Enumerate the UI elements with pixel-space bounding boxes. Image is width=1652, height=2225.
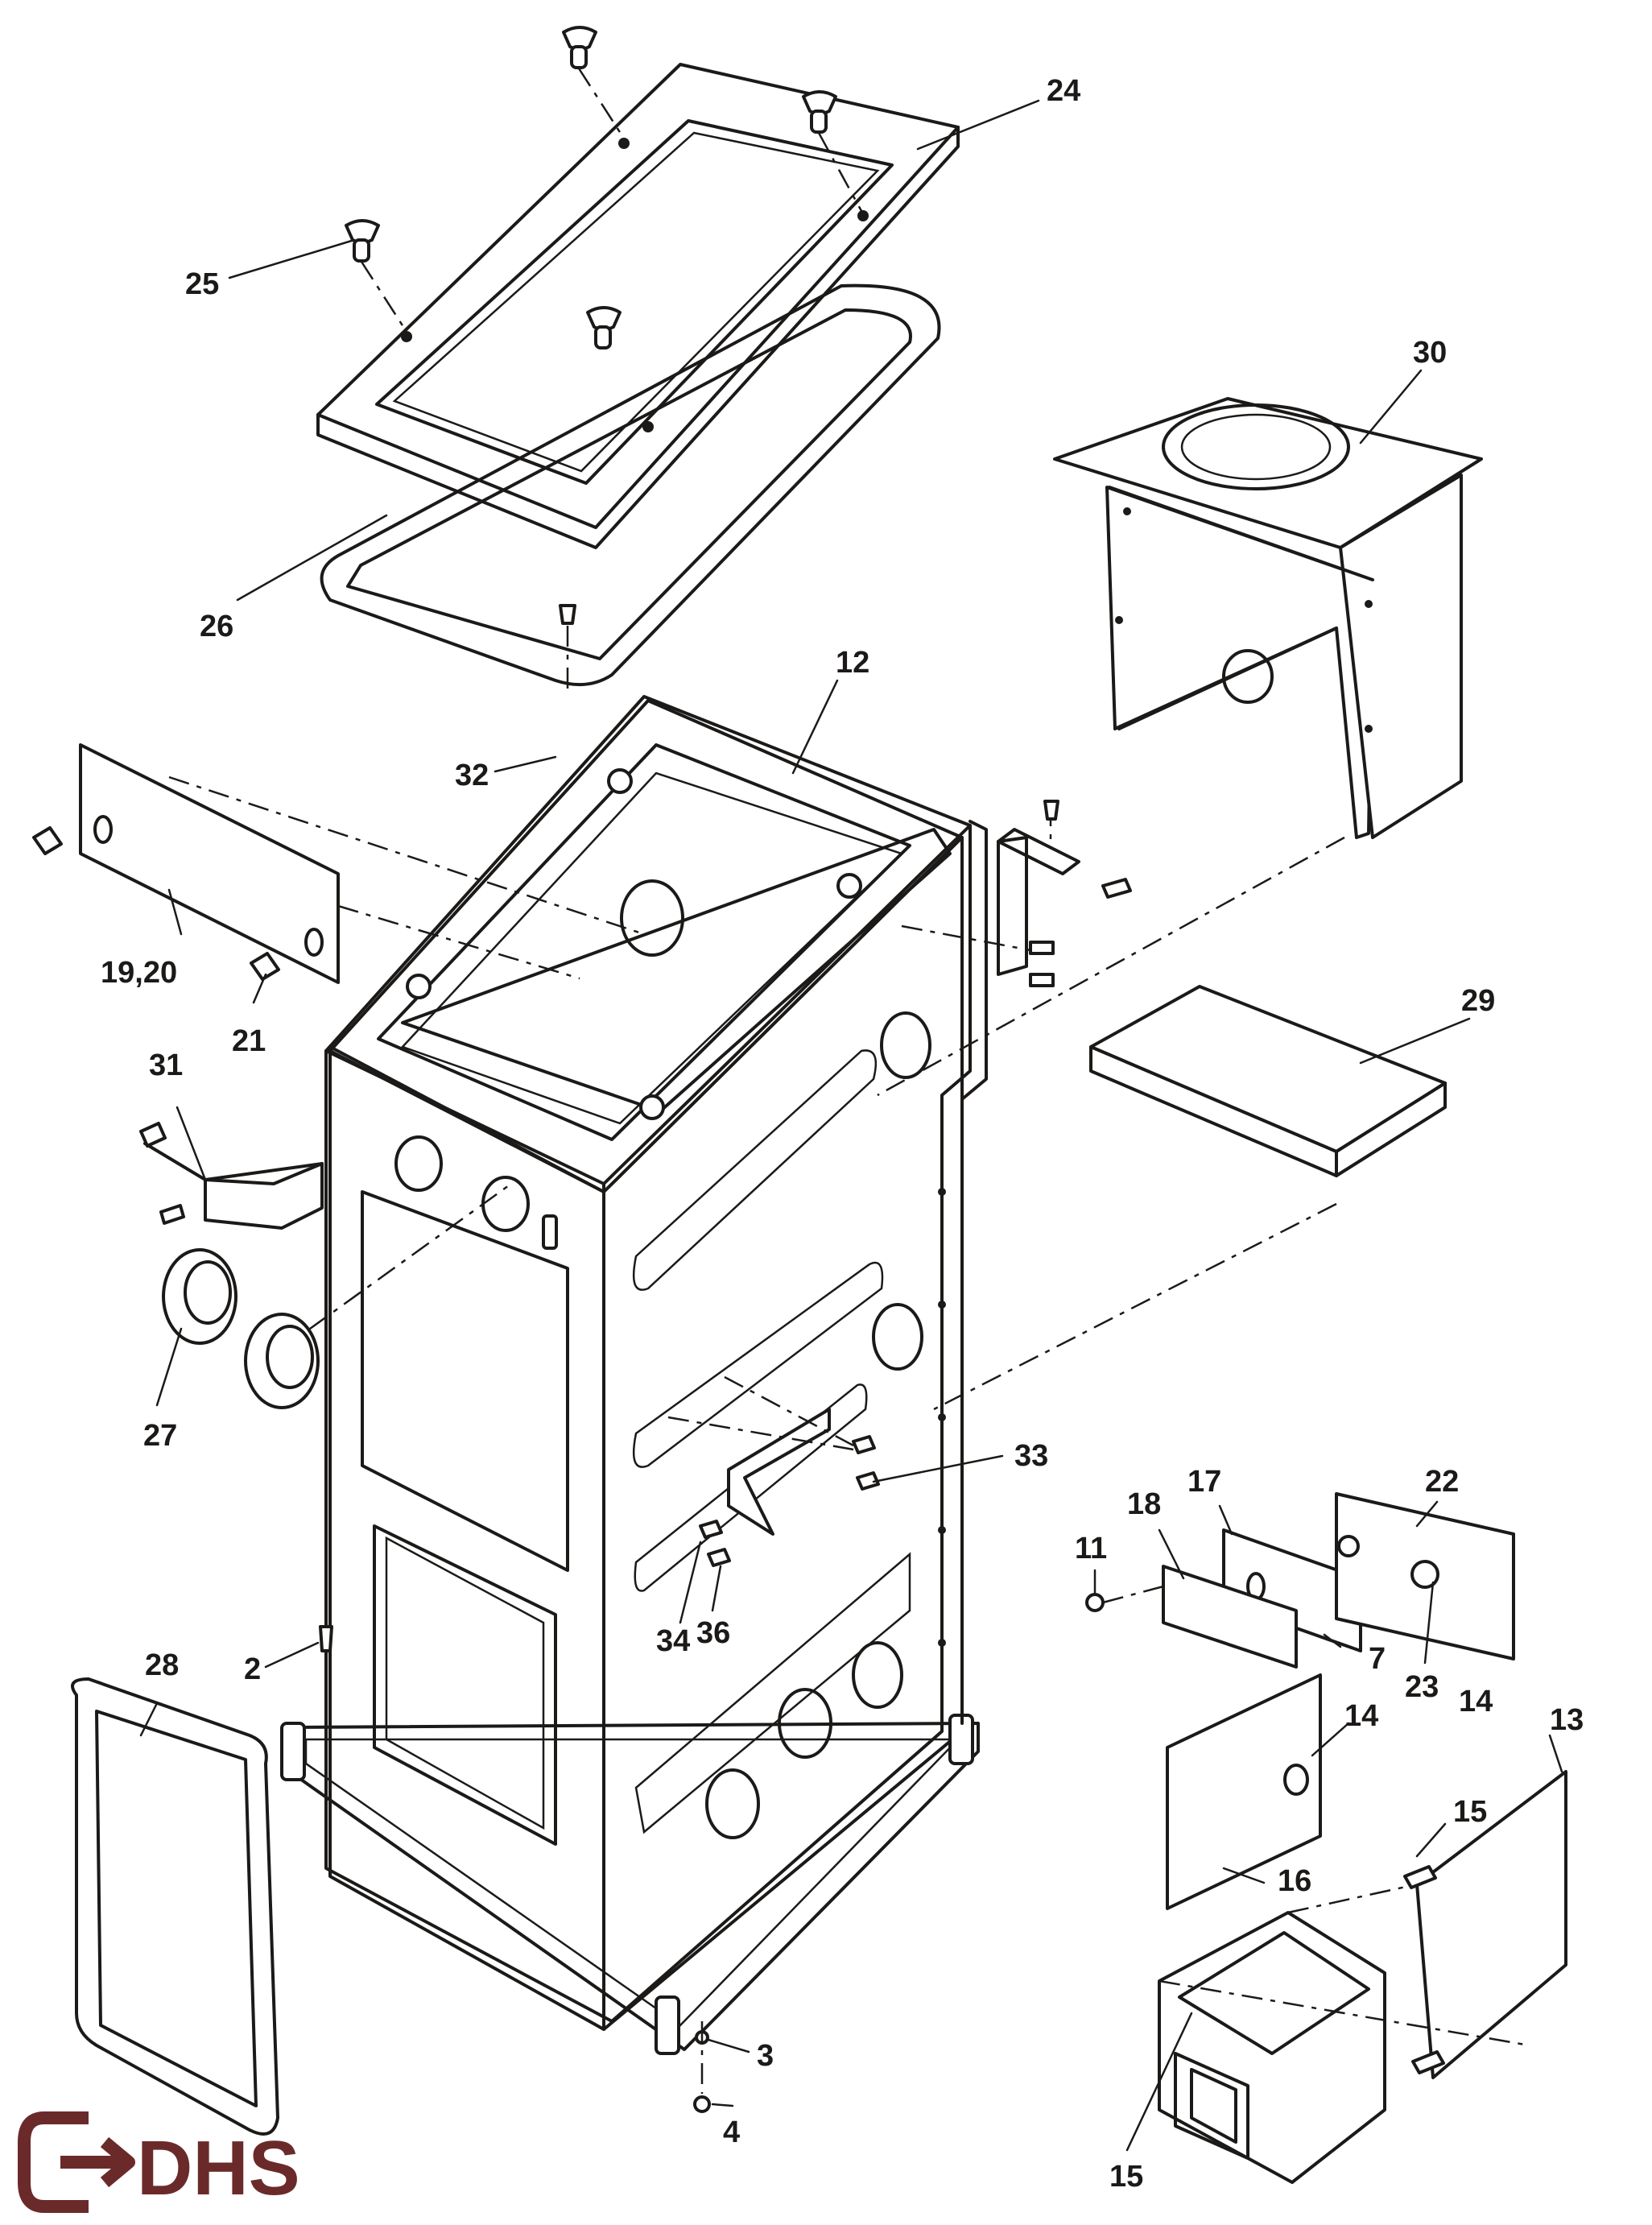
leader-lines — [139, 99, 1563, 2152]
label-22: 22 — [1425, 1465, 1459, 1499]
label-14-b: 14 — [1344, 1699, 1378, 1733]
main-cabinet — [280, 695, 988, 2055]
label-15-a: 15 — [1453, 1795, 1487, 1829]
wing-bolt-icon — [345, 219, 408, 333]
label-4: 4 — [723, 2115, 740, 2149]
label-33: 33 — [1014, 1439, 1048, 1473]
label-32: 32 — [455, 759, 489, 792]
screw-icon — [319, 1625, 333, 1715]
label-34: 34 — [656, 1624, 690, 1658]
label-31: 31 — [149, 1048, 183, 1082]
side-access-plate — [32, 743, 645, 984]
label-12: 12 — [836, 646, 869, 680]
washer-icon — [693, 2021, 711, 2113]
label-23: 23 — [1405, 1670, 1439, 1704]
wing-bolt-icon — [802, 90, 863, 212]
label-26: 26 — [200, 610, 233, 643]
label-21: 21 — [232, 1024, 266, 1058]
label-15-b: 15 — [1109, 2160, 1143, 2194]
top-lid-panel — [316, 63, 960, 549]
label-17: 17 — [1187, 1465, 1221, 1499]
label-30: 30 — [1413, 336, 1447, 370]
label-36: 36 — [696, 1616, 730, 1650]
label-14-a: 14 — [1459, 1685, 1493, 1718]
arrow-logo-icon — [18, 2111, 135, 2213]
wing-bolt-icon — [586, 306, 622, 349]
label-27: 27 — [143, 1419, 177, 1453]
mounting-bracket — [901, 800, 1132, 987]
label-11: 11 — [1075, 1532, 1107, 1565]
flue-hood — [877, 397, 1483, 1097]
label-25: 25 — [185, 267, 219, 301]
label-3: 3 — [757, 2039, 774, 2073]
label-13: 13 — [1550, 1703, 1584, 1737]
logo-text: DHS — [137, 2125, 300, 2211]
part-labels: 24 25 26 12 30 32 19,20 21 31 29 27 33 3… — [101, 74, 1584, 2194]
label-28: 28 — [145, 1648, 179, 1682]
label-2: 2 — [244, 1652, 261, 1686]
lid-gasket — [320, 283, 941, 689]
label-7: 7 — [1369, 1642, 1386, 1676]
burner-assembly — [1085, 1492, 1567, 2184]
control-bracket — [667, 1375, 880, 1567]
flue-collar-rings — [162, 1182, 512, 1409]
dhs-logo: DHS — [18, 2111, 300, 2213]
label-19-20: 19,20 — [101, 956, 177, 990]
burner-bracket — [139, 1122, 324, 1230]
wing-bolt-icon — [562, 26, 626, 139]
top-cover-plate — [933, 985, 1447, 1411]
label-18: 18 — [1127, 1487, 1161, 1521]
label-16: 16 — [1278, 1864, 1311, 1898]
door-gasket — [71, 1677, 279, 2136]
label-24: 24 — [1047, 74, 1080, 108]
label-29: 29 — [1461, 984, 1495, 1018]
